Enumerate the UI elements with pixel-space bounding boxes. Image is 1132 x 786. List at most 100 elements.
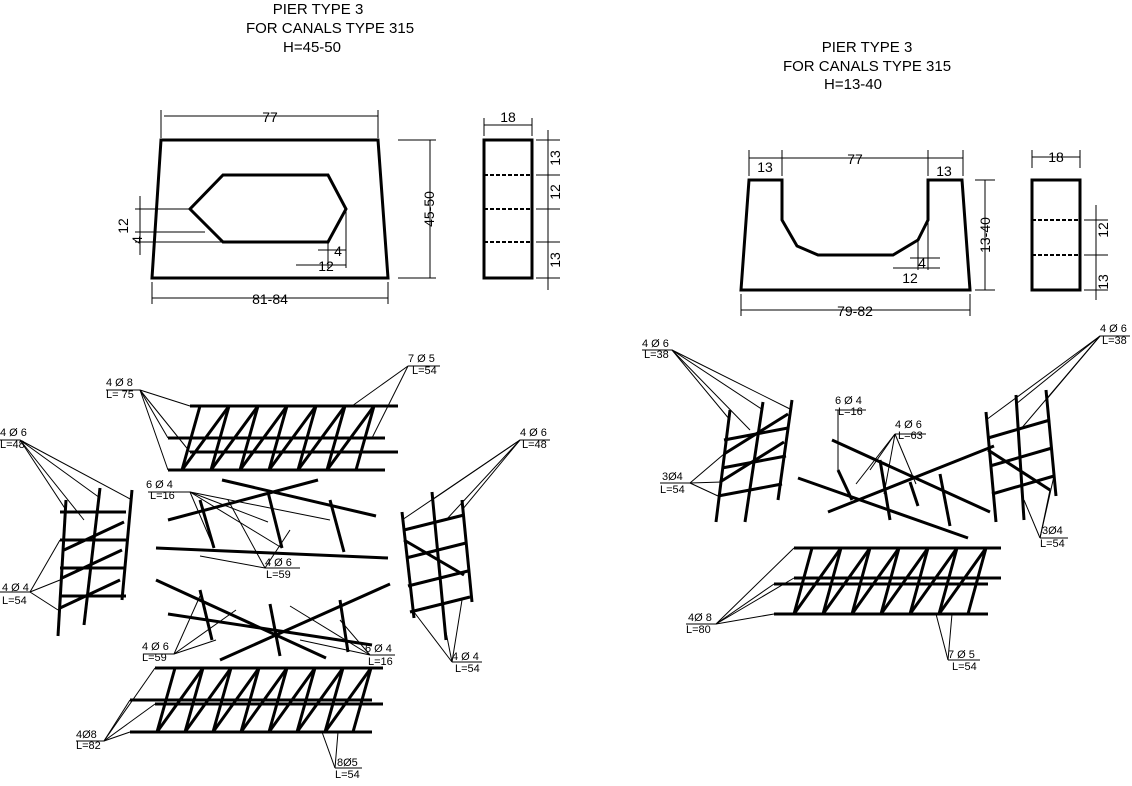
stirrup — [238, 405, 260, 471]
stirrup — [180, 405, 202, 471]
left-rebar-top-cage — [168, 404, 398, 472]
left-side-c: 13 — [547, 252, 563, 268]
right-title-3: H=13-40 — [824, 76, 882, 93]
right-rebar-left-ladder — [714, 399, 794, 523]
label-l9a: 6 Ø 4 — [365, 643, 392, 655]
left-dim-top: 77 — [262, 109, 278, 125]
stirrup-diagonal — [209, 405, 260, 471]
label-l7a: 4 Ø 6 — [265, 557, 292, 569]
stirrup-diagonal — [267, 405, 318, 471]
left-dim-bottom: 81-84 — [252, 291, 288, 307]
right-side-width: 18 — [1048, 149, 1064, 165]
stirrup — [155, 667, 177, 733]
label-r4b: L=63 — [898, 430, 923, 442]
left-dim-left-a: 12 — [115, 218, 131, 234]
stirrup — [325, 405, 347, 471]
label-r5b: L=54 — [660, 484, 685, 496]
right-dim-cham-h: 12 — [902, 270, 918, 286]
stirrup — [354, 405, 376, 471]
label-l11b: L=82 — [76, 740, 101, 752]
right-dim-cham-v: 4 — [918, 255, 926, 271]
left-leaders — [0, 365, 550, 769]
stirrup — [879, 547, 901, 615]
stirrup — [296, 405, 318, 471]
label-r2b: L=38 — [1102, 335, 1127, 347]
label-r8b: L=54 — [952, 661, 977, 673]
right-leaders — [642, 335, 1130, 661]
left-rebar-left-ladder — [56, 487, 134, 637]
left-dim-height: 45-50 — [421, 191, 437, 227]
right-title-1: PIER TYPE 3 — [822, 39, 913, 56]
label-r2a: 4 Ø 6 — [1100, 323, 1127, 335]
label-r1b: L=38 — [644, 349, 669, 361]
label-l5a: 4 Ø 6 — [520, 427, 547, 439]
label-r7b: L=80 — [686, 624, 711, 636]
left-dim-cham-v: 4 — [334, 243, 342, 259]
stirrup-diagonal — [937, 547, 988, 615]
left-title-1: PIER TYPE 3 — [273, 1, 364, 18]
left-dim-left-b: 4 — [129, 236, 145, 244]
label-l4a: 6 Ø 4 — [146, 479, 173, 491]
stirrup-diagonal — [850, 547, 901, 615]
stirrup-diagonal — [325, 405, 376, 471]
label-l9b: L=16 — [368, 656, 393, 668]
stirrup-diagonal — [295, 667, 345, 733]
stirrup — [209, 405, 231, 471]
stirrup-diagonal — [792, 547, 843, 615]
label-r3b: L=16 — [838, 406, 863, 418]
left-front-view — [135, 110, 436, 304]
stirrup — [966, 547, 988, 615]
label-r5a: 3Ø4 — [662, 471, 683, 483]
right-dim-top: 77 — [847, 151, 863, 167]
label-l1a: 4 Ø 8 — [106, 377, 133, 389]
stirrup-diagonal — [323, 667, 373, 733]
right-rebar-x — [797, 438, 995, 540]
stirrup — [821, 547, 843, 615]
stirrup-diagonal — [879, 547, 930, 615]
label-l2a: 7 Ø 5 — [408, 353, 435, 365]
label-r1a: 4 Ø 6 — [642, 338, 669, 350]
right-title-2: FOR CANALS TYPE 315 — [783, 58, 951, 75]
left-rebar-x-bottom — [155, 578, 391, 662]
label-l7b: L=59 — [266, 569, 291, 581]
label-l8a: 4 Ø 6 — [142, 641, 169, 653]
stirrup — [183, 667, 205, 733]
label-l4b: L=16 — [150, 490, 175, 502]
label-l2b: L=54 — [412, 365, 437, 377]
right-rebar-right-ladder — [984, 389, 1058, 523]
left-side-a: 13 — [547, 150, 563, 166]
label-r3a: 6 Ø 4 — [835, 395, 862, 407]
label-l10a: 4 Ø 4 — [452, 651, 479, 663]
label-l5b: L=48 — [522, 439, 547, 451]
right-dim-top-left: 13 — [757, 159, 773, 175]
stirrup — [850, 547, 872, 615]
label-r6a: 3Ø4 — [1042, 525, 1063, 537]
label-l3b: L=48 — [0, 439, 25, 451]
stirrup — [908, 547, 930, 615]
right-rebar-cage — [774, 546, 1001, 616]
right-side-a: 12 — [1095, 222, 1111, 238]
stirrup-diagonal — [267, 667, 317, 733]
stirrup-diagonal — [183, 667, 233, 733]
left-title-3: H=45-50 — [283, 39, 341, 56]
label-l3a: 4 Ø 6 — [0, 427, 27, 439]
stirrup-diagonal — [155, 667, 205, 733]
label-l12a: 8Ø5 — [337, 757, 358, 769]
left-title-2: FOR CANALS TYPE 315 — [246, 20, 414, 37]
stirrup — [792, 547, 814, 615]
right-dim-bottom: 79-82 — [837, 303, 873, 319]
right-front-view — [739, 150, 995, 316]
stirrup — [351, 667, 373, 733]
left-side-width: 18 — [500, 109, 516, 125]
label-l8b: L=59 — [142, 652, 167, 664]
label-l1b: L= 75 — [106, 389, 134, 401]
left-side-b: 12 — [547, 184, 563, 200]
label-l6b: L=54 — [2, 595, 27, 607]
stirrup — [937, 547, 959, 615]
right-side-b: 13 — [1095, 274, 1111, 290]
left-rebar-bottom-cage — [130, 666, 383, 734]
right-dim-height: 13-40 — [977, 217, 993, 253]
label-r8a: 7 Ø 5 — [948, 649, 975, 661]
stirrup-diagonal — [238, 405, 289, 471]
